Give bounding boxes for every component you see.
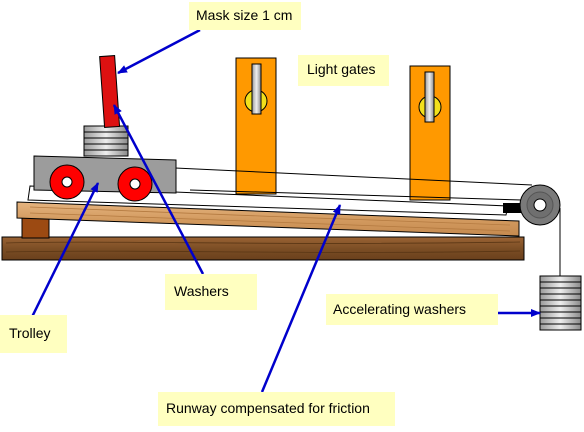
washer-stack-icon — [539, 275, 582, 331]
light-gate-2 — [409, 65, 451, 201]
arrow-runway — [260, 204, 342, 393]
trolley-label: Trolley — [0, 315, 67, 353]
runway-board — [16, 201, 520, 237]
washers-label: Washers — [165, 274, 257, 310]
trolley-wheel-front — [49, 164, 85, 200]
mask-size-label: Mask size 1 cm — [189, 2, 301, 30]
mask — [99, 55, 121, 129]
light-gates-label: Light gates — [298, 55, 389, 86]
arrow-washers — [112, 104, 205, 275]
light-gate-1 — [235, 57, 277, 195]
arrow-trolley — [30, 182, 100, 318]
trolley-wheel-rear — [117, 166, 153, 202]
trolley — [33, 55, 177, 202]
end-stop — [503, 203, 521, 213]
bench-base — [1, 236, 525, 261]
accelerating-washers-label: Accelerating washers — [326, 294, 498, 325]
annotation-arrows — [30, 28, 541, 393]
arrow-mask — [117, 28, 201, 75]
string — [174, 167, 561, 276]
trolley-washers — [83, 125, 129, 157]
pulley-icon — [519, 184, 561, 226]
runway-label: Runway compensated for friction — [158, 392, 395, 426]
